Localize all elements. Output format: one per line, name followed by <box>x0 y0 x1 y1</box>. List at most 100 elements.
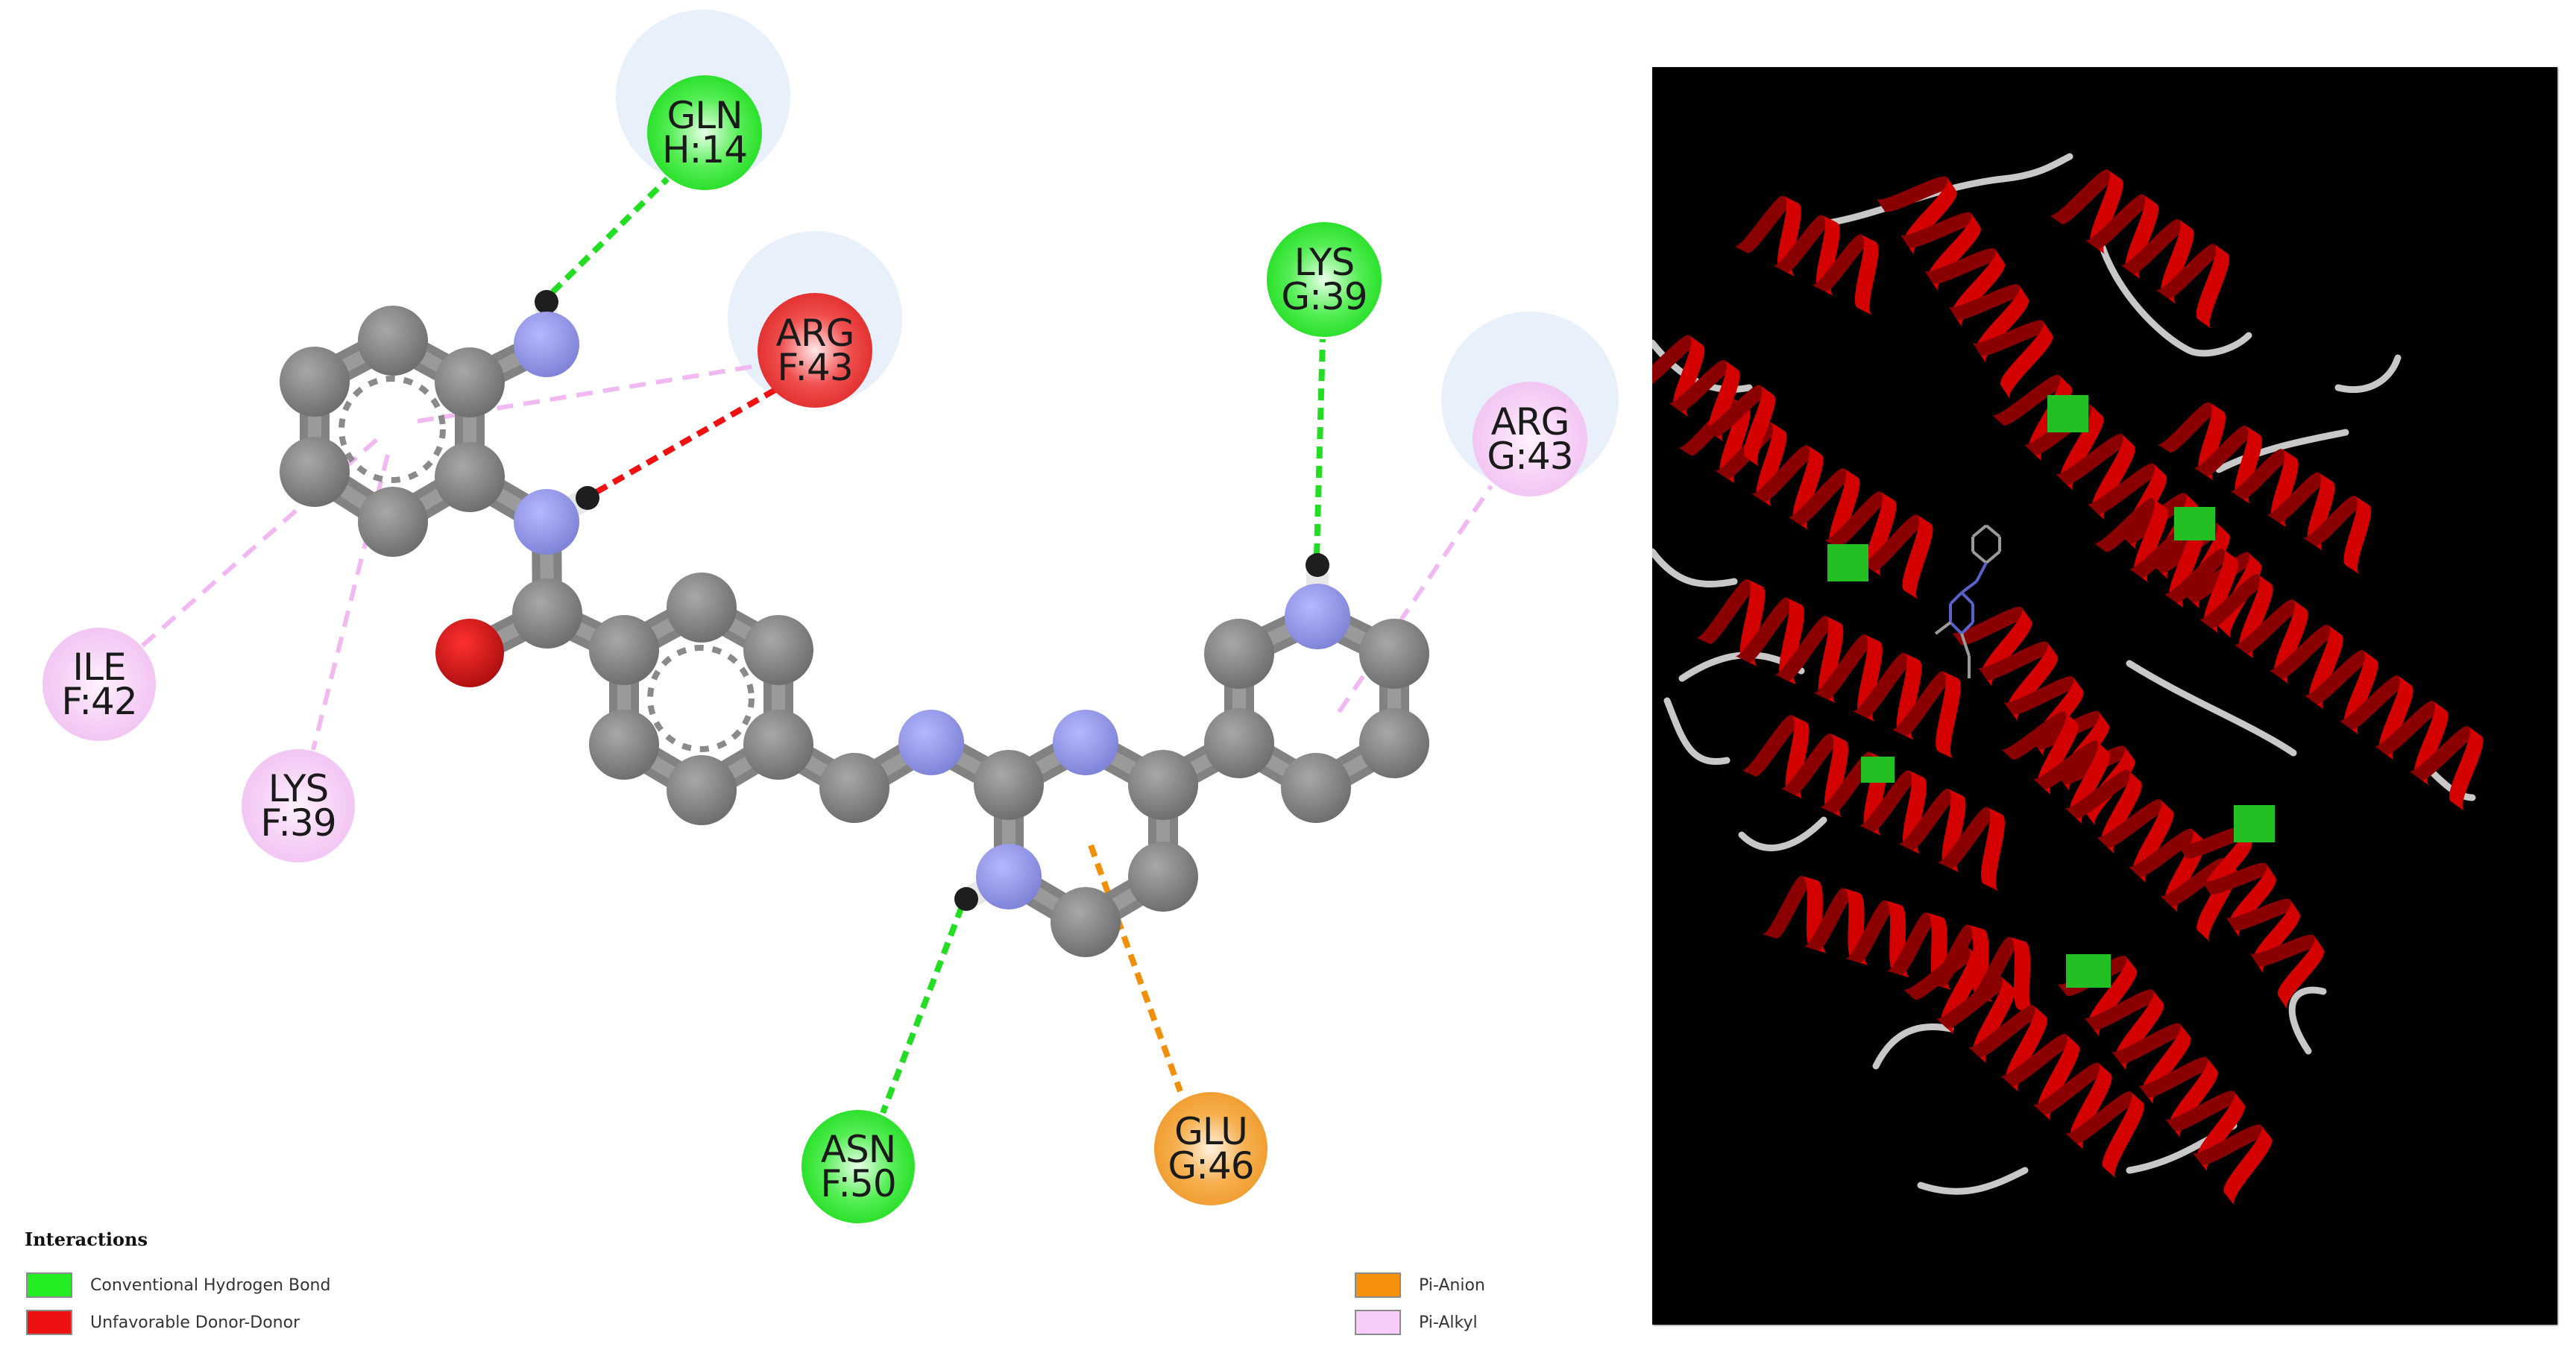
residue-circle <box>1473 382 1587 496</box>
coil <box>1872 1023 1954 1070</box>
atom-c <box>512 578 582 649</box>
helix <box>2094 498 2484 812</box>
coil <box>1738 816 1827 851</box>
aromatic-ring-markers <box>338 376 755 752</box>
coil <box>1917 1167 2029 1195</box>
helix <box>1903 947 2144 1179</box>
residue-circle <box>758 293 872 408</box>
coil <box>2288 986 2327 1055</box>
interaction-line-conventional-hbond <box>880 905 965 1114</box>
residue-nodes: GLNH:14ARGF:43LYSG:39ARGG:43ILEF:42LYSF:… <box>42 75 1587 1223</box>
atom-c <box>667 755 737 825</box>
interaction-line-conventional-hbond <box>1314 338 1326 556</box>
protein-3d-view <box>1652 67 2557 1325</box>
ligand-stick <box>1975 562 1988 582</box>
aromatic-ring-marker <box>647 645 755 752</box>
ligand-stick <box>1934 621 1952 635</box>
turn <box>2234 805 2275 842</box>
atom-n <box>898 710 964 775</box>
residue-circle <box>1267 222 1382 337</box>
atom-c <box>358 306 428 376</box>
residue-chain-position: F:50 <box>820 1162 895 1205</box>
atom-c <box>589 615 659 685</box>
residue-chain-position: F:39 <box>260 801 336 845</box>
hydrogen-atom <box>535 290 558 314</box>
atom-c <box>358 487 428 557</box>
ligand-atoms <box>280 306 1429 957</box>
ligand-stick <box>1985 524 2001 538</box>
atom-c <box>1051 887 1121 957</box>
turn-segments <box>1827 395 2275 988</box>
residue-circle <box>647 75 762 190</box>
ligand-stick <box>1960 580 1978 594</box>
residue-chain-position: G:39 <box>1281 275 1367 318</box>
aromatic-ring-marker <box>338 376 446 483</box>
helix <box>2157 402 2372 575</box>
residue-name: GLN <box>667 94 742 137</box>
coil <box>2096 235 2252 357</box>
ligand-stick <box>1971 550 1988 564</box>
turn <box>2047 395 2088 432</box>
interaction-line-pi-alkyl <box>1337 485 1493 713</box>
ligand-stick <box>1960 633 1971 657</box>
atom-c <box>667 573 737 643</box>
coil <box>2126 660 2297 757</box>
atom-c <box>1128 750 1198 820</box>
atom-c <box>974 750 1044 820</box>
residue-chain-position: F:43 <box>777 346 852 389</box>
turn <box>1861 757 1895 783</box>
atom-n <box>514 312 579 377</box>
coil <box>1820 153 2073 227</box>
turn <box>1827 544 1868 581</box>
atom-c <box>1281 753 1351 823</box>
ligand-stick <box>1971 524 1988 538</box>
coil <box>1652 548 1738 588</box>
turn <box>2066 954 2111 988</box>
atom-n <box>1053 710 1118 775</box>
helix <box>1876 176 2053 400</box>
residue-name: ARG <box>1491 400 1569 444</box>
docked-ligand-stick-model <box>1934 524 2001 678</box>
atom-c <box>435 347 505 417</box>
helix <box>1951 606 2135 827</box>
residue-name: ASN <box>821 1128 895 1171</box>
residue-circle <box>42 628 156 741</box>
atom-n <box>1285 584 1350 649</box>
atom-c <box>819 753 889 823</box>
atom-n <box>976 844 1042 909</box>
atom-c <box>743 615 813 685</box>
ligand-hydrogens <box>535 290 1329 911</box>
ligand-stick <box>1949 591 1963 605</box>
coil <box>1663 697 1731 765</box>
coil-segments <box>1652 153 2476 1195</box>
atom-c <box>589 710 659 780</box>
coil <box>2215 429 2349 473</box>
helix <box>1652 335 1775 467</box>
hydrogen-atom <box>576 486 599 510</box>
turn <box>2174 507 2215 540</box>
ligand-stick <box>1949 621 1963 635</box>
residue-chain-position: F:42 <box>61 680 136 723</box>
residue-circle <box>242 749 355 862</box>
ligand-stick <box>1960 621 1974 635</box>
residue-chain-position: H:14 <box>662 128 747 171</box>
helix <box>2049 169 2229 329</box>
atom-o <box>435 619 504 687</box>
atom-c <box>1204 708 1274 778</box>
atom-c <box>435 442 505 512</box>
residue-name: LYS <box>1294 241 1355 284</box>
interaction-line-pi-anion <box>1088 844 1183 1093</box>
coil <box>2334 354 2402 394</box>
helix-segments <box>1652 169 2484 1206</box>
hydrogen-atom <box>954 887 978 911</box>
ligand-stick <box>1960 591 1974 605</box>
residue-chain-position: G:46 <box>1168 1144 1253 1187</box>
